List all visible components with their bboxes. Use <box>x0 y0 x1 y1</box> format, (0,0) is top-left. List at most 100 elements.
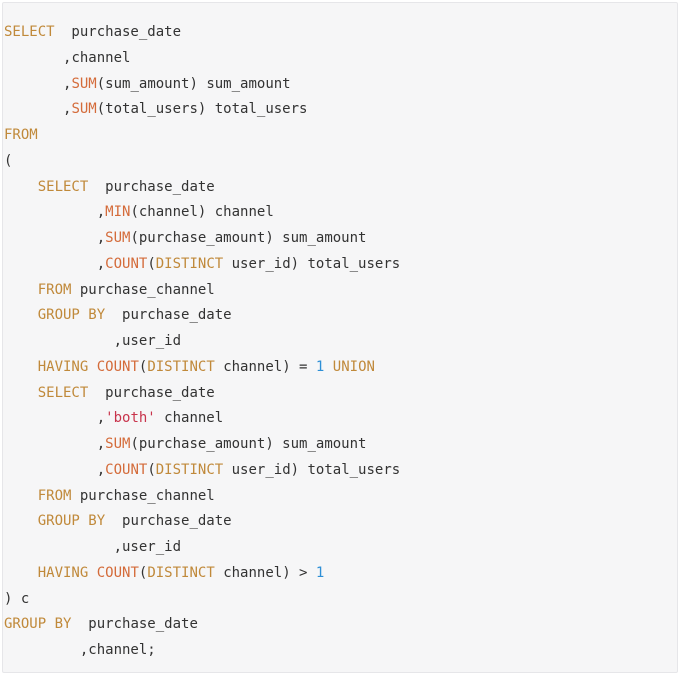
code-indent <box>4 50 63 66</box>
code-line: SELECT purchase_date <box>4 381 400 407</box>
code-token-function: COUNT <box>105 461 148 478</box>
code-line: GROUP BY purchase_date <box>4 303 400 329</box>
code-token-plain: purchase_date <box>71 616 198 633</box>
code-token-function: COUNT <box>96 358 139 375</box>
code-line: ,SUM(purchase_amount) sum_amount <box>4 226 400 252</box>
code-token-keyword: FROM <box>37 487 72 504</box>
code-line: ,SUM(total_users) total_users <box>4 97 400 123</box>
code-indent <box>4 436 97 452</box>
code-line: GROUP BY purchase_date <box>4 509 400 535</box>
code-token-plain: purchase_date <box>105 307 232 324</box>
code-indent <box>4 410 97 426</box>
code-token-function: COUNT <box>105 255 148 272</box>
code-line: GROUP BY purchase_date <box>4 612 400 638</box>
code-token-plain: ) c <box>4 590 30 607</box>
code-token-plain: , <box>96 461 106 478</box>
code-token-keyword: HAVING <box>37 564 89 581</box>
code-token-plain: , <box>96 230 106 246</box>
code-line: ,channel; <box>4 638 400 664</box>
code-indent <box>4 282 38 298</box>
code-token-plain <box>88 359 96 375</box>
code-token-plain: ,channel; <box>79 642 156 658</box>
code-token-number: 1 <box>315 358 325 375</box>
code-block: SELECT purchase_date ,channel ,SUM(sum_a… <box>2 2 678 673</box>
code-token-plain: purchase_date <box>54 24 182 40</box>
code-token-keyword: GROUP BY <box>4 616 72 633</box>
code-token-plain: ( <box>147 461 156 478</box>
code-token-function: SUM <box>105 230 131 246</box>
code-indent <box>4 230 97 246</box>
code-line: HAVING COUNT(DISTINCT channel) = 1 UNION <box>4 355 400 381</box>
code-line: HAVING COUNT(DISTINCT channel) > 1 <box>4 561 400 587</box>
code-indent <box>4 488 38 504</box>
code-token-function: SUM <box>71 75 97 92</box>
code-token-plain: , <box>96 436 106 452</box>
code-token-plain: purchase_channel <box>71 487 215 504</box>
code-token-plain: (purchase_amount) sum_amount <box>130 230 367 246</box>
code-token-function: COUNT <box>96 564 139 581</box>
code-token-plain: purchase_channel <box>71 281 215 298</box>
code-token-function: SUM <box>71 101 97 118</box>
code-line: SELECT purchase_date <box>4 175 400 201</box>
code-line: ,'both' channel <box>4 406 400 432</box>
code-line: ( <box>4 149 400 175</box>
code-token-plain: purchase_date <box>105 513 232 530</box>
code-token-plain: , <box>96 410 106 427</box>
code-token-plain: , <box>96 204 106 221</box>
code-indent <box>4 179 38 195</box>
code-token-number: 1 <box>315 564 325 581</box>
code-indent <box>4 385 38 401</box>
code-token-plain: , <box>63 75 72 92</box>
code-token-keyword: GROUP BY <box>37 307 106 324</box>
code-token-plain: , <box>63 101 72 118</box>
code-line: FROM purchase_channel <box>4 278 400 304</box>
code-token-plain: ,channel <box>63 49 131 66</box>
code-indent <box>4 359 38 375</box>
code-token-plain: purchase_date <box>88 384 215 401</box>
code-token-plain: user_id) total_users <box>223 461 401 478</box>
code-token-plain: ( <box>147 255 156 272</box>
code-token-plain: (purchase_amount) sum_amount <box>130 436 367 452</box>
code-token-plain: ( <box>138 564 148 581</box>
code-token-keyword: DISTINCT <box>155 461 224 478</box>
code-indent <box>4 333 114 349</box>
code-token-plain <box>324 359 332 375</box>
code-line: ,channel <box>4 46 400 72</box>
code-indent <box>4 462 97 478</box>
code-indent <box>4 101 63 117</box>
code-token-function: MIN <box>105 204 131 221</box>
code-token-plain: ,user_id <box>113 539 182 555</box>
code-line: SELECT purchase_date <box>4 20 400 46</box>
code-line: FROM <box>4 123 400 149</box>
code-token-plain: ,user_id <box>113 333 182 349</box>
code-line: ,MIN(channel) channel <box>4 200 400 226</box>
code-indent <box>4 565 38 581</box>
code-indent <box>4 307 38 323</box>
code-token-keyword: DISTINCT <box>147 564 215 581</box>
code-lines: SELECT purchase_date ,channel ,SUM(sum_a… <box>4 20 400 664</box>
code-token-plain: channel) = <box>214 358 316 375</box>
code-token-keyword: UNION <box>332 358 375 375</box>
code-token-plain: channel) > <box>214 564 316 581</box>
code-token-plain <box>88 565 96 581</box>
code-token-keyword: DISTINCT <box>155 255 224 272</box>
code-token-keyword: HAVING <box>37 358 89 375</box>
code-token-keyword: FROM <box>4 127 38 143</box>
code-token-function: SUM <box>105 436 131 452</box>
code-token-keyword: SELECT <box>37 178 89 195</box>
code-token-plain: (channel) channel <box>130 204 274 221</box>
code-token-plain: user_id) total_users <box>223 255 401 272</box>
code-indent <box>4 76 63 92</box>
code-token-string: 'both' <box>105 410 156 427</box>
code-token-plain: ( <box>4 152 13 169</box>
code-line: ,user_id <box>4 329 400 355</box>
code-token-plain: channel <box>155 410 224 427</box>
code-line: ,SUM(sum_amount) sum_amount <box>4 72 400 98</box>
code-indent <box>4 642 80 658</box>
code-token-plain: (total_users) total_users <box>96 101 308 118</box>
code-line: ,SUM(purchase_amount) sum_amount <box>4 432 400 458</box>
code-token-keyword: FROM <box>37 281 72 298</box>
code-token-keyword: DISTINCT <box>147 358 215 375</box>
code-indent <box>4 539 114 555</box>
code-token-keyword: GROUP BY <box>37 513 106 530</box>
